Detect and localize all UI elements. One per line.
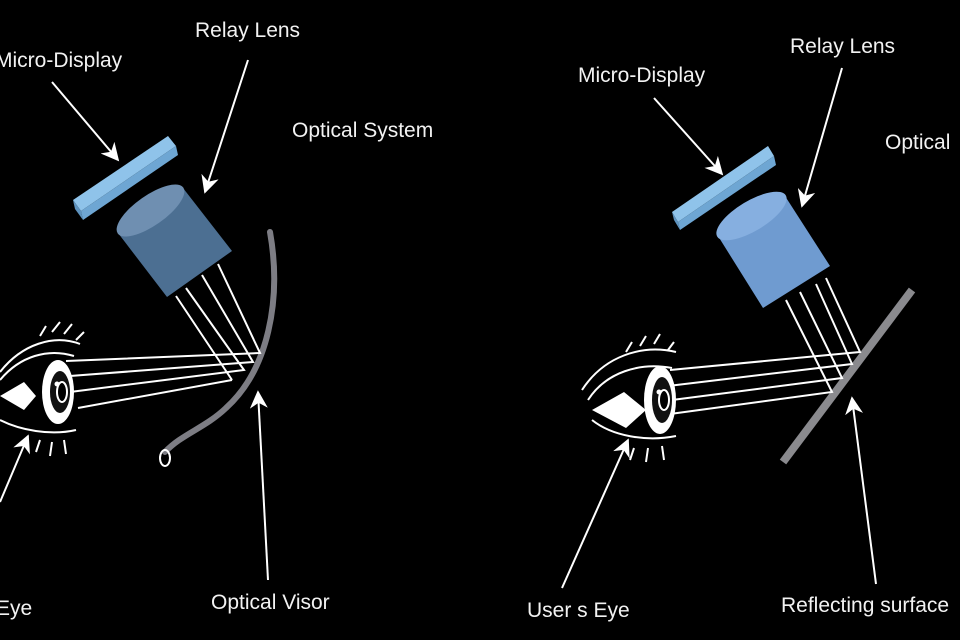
right-users-eye-label: User s Eye bbox=[527, 599, 630, 622]
left-micro-display-label: Micro-Display bbox=[0, 49, 123, 72]
left-eye-icon bbox=[0, 321, 85, 457]
left-arrows bbox=[0, 59, 269, 581]
right-eye-icon bbox=[581, 333, 677, 463]
left-light-rays bbox=[65, 263, 262, 409]
right-relay-lens bbox=[716, 191, 830, 308]
right-light-rays bbox=[667, 277, 862, 415]
right-optical-system-label: Optical bbox=[885, 131, 951, 154]
right-arrows bbox=[561, 67, 877, 589]
right-relay-lens-label: Relay Lens bbox=[790, 35, 896, 58]
left-optical-visor bbox=[159, 229, 278, 467]
left-optical-system-label: Optical System bbox=[292, 119, 434, 142]
left-optical-visor-label: Optical Visor bbox=[211, 591, 330, 614]
right-reflecting-surface-label: Reflecting surface bbox=[781, 594, 950, 617]
right-arrow-eye bbox=[561, 438, 630, 589]
left-relay-lens bbox=[116, 184, 232, 297]
right-arrow-reflecting-surface bbox=[845, 396, 877, 585]
left-relay-lens-label: Relay Lens bbox=[195, 19, 301, 42]
left-diagram bbox=[0, 59, 278, 581]
right-micro-display-label: Micro-Display bbox=[578, 64, 706, 87]
right-micro-display bbox=[672, 146, 776, 230]
left-micro-display bbox=[73, 136, 178, 220]
left-users-eye-label: Eye bbox=[0, 597, 33, 620]
right-arrow-micro-display bbox=[653, 97, 724, 176]
left-arrow-optical-visor bbox=[249, 390, 269, 581]
right-reflecting-surface bbox=[779, 287, 916, 465]
left-arrow-eye bbox=[0, 434, 30, 503]
right-diagram bbox=[561, 67, 916, 589]
left-arrow-micro-display bbox=[51, 81, 120, 162]
right-arrow-relay-lens bbox=[797, 67, 843, 208]
left-arrow-relay-lens bbox=[201, 59, 249, 194]
